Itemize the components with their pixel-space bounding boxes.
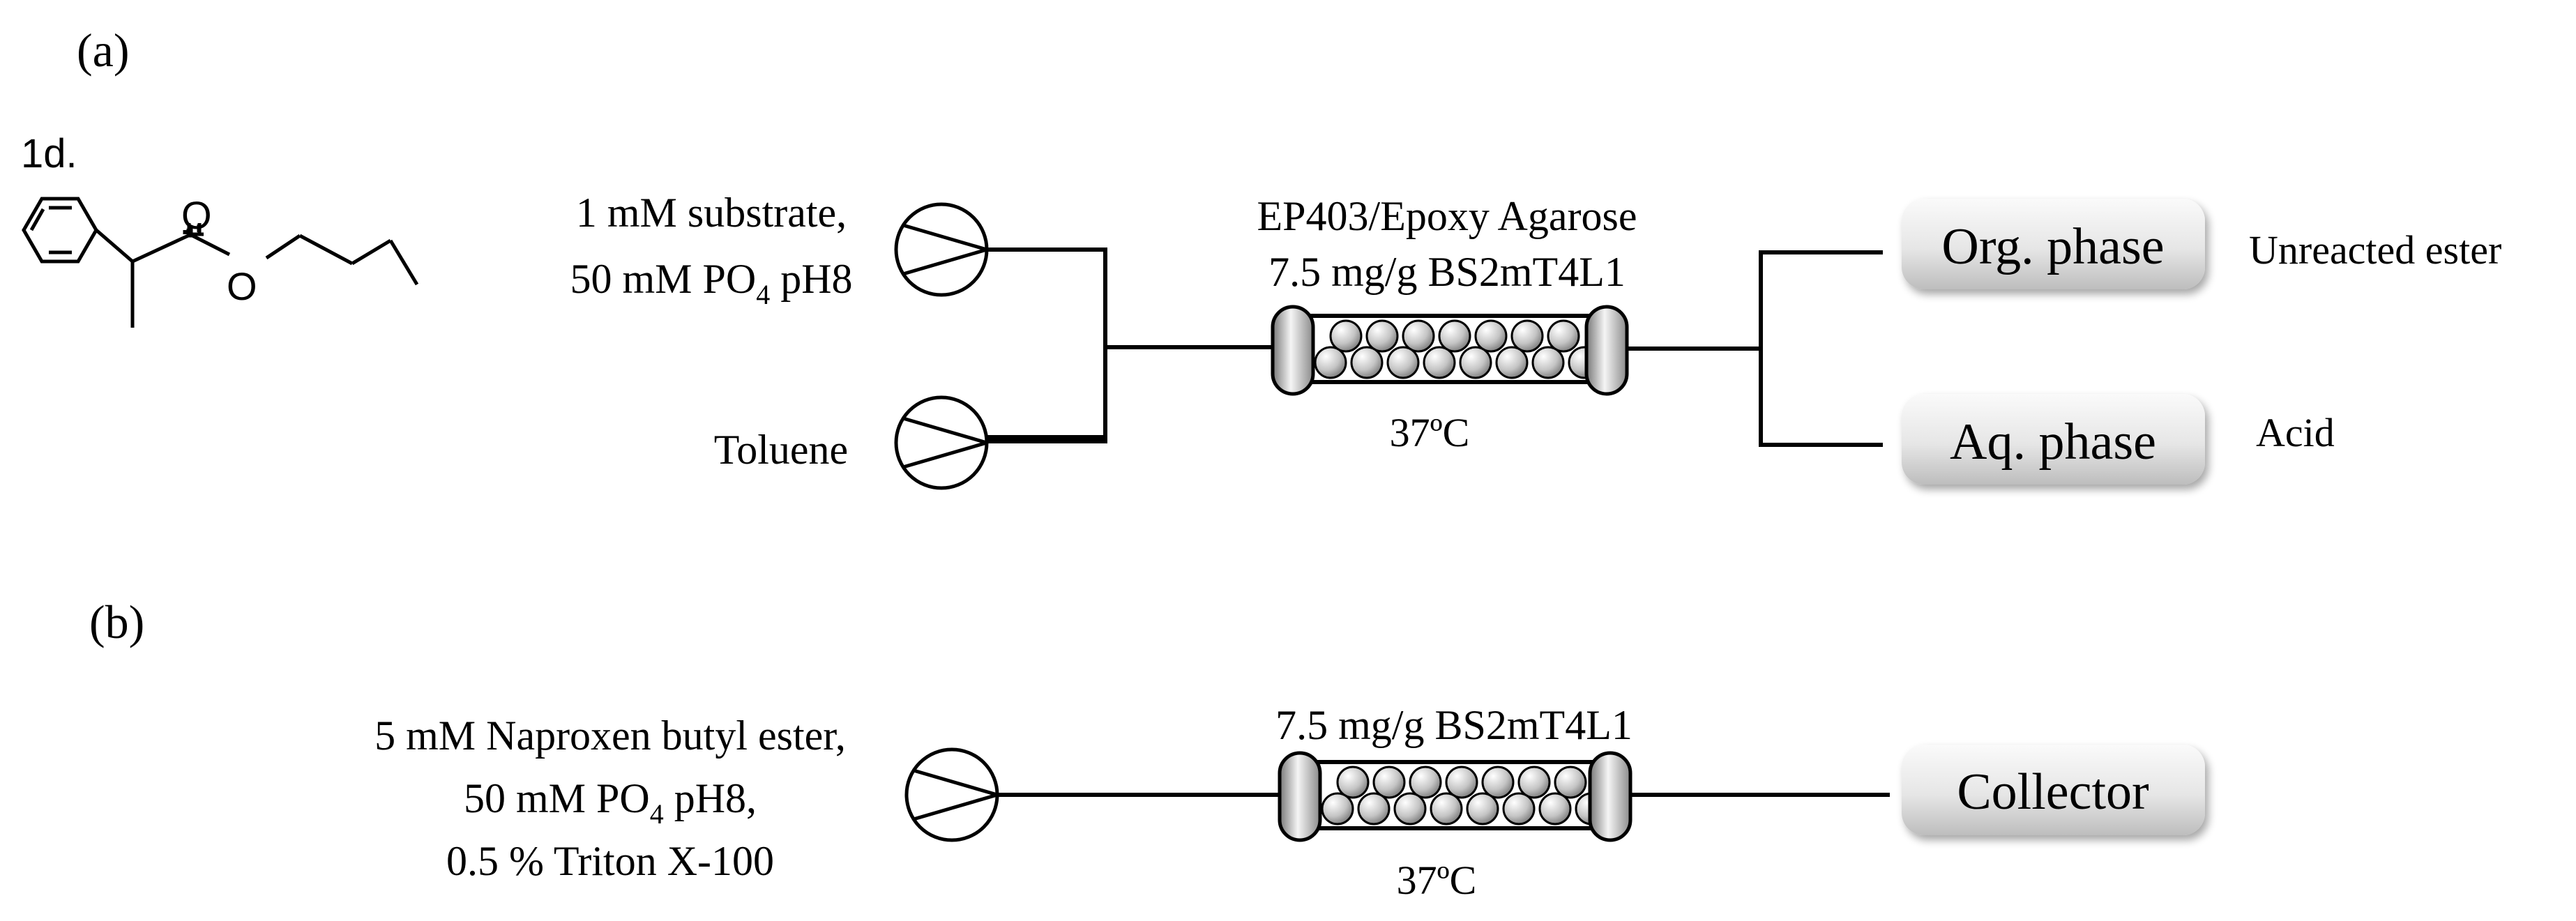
- inlet-b-line2: 50 mM PO4 pH8,: [464, 775, 757, 830]
- unreacted-ester-note: Unreacted ester: [2249, 227, 2501, 273]
- org-phase-label: Org. phase: [1941, 218, 2164, 275]
- bead: [1474, 319, 1508, 353]
- bead: [1510, 319, 1544, 353]
- bead: [1321, 792, 1354, 825]
- aq-phase-box: [1902, 394, 2205, 485]
- bead: [1372, 766, 1406, 799]
- temperature-b: 37ºC: [1397, 858, 1477, 903]
- inlet1-line2: 50 mM PO4 pH8: [570, 256, 852, 310]
- aq-phase-label: Aq. phase: [1950, 413, 2156, 471]
- bead: [1445, 766, 1478, 799]
- reactor-a-line1: EP403/Epoxy Agarose: [1257, 193, 1637, 239]
- acid-note: Acid: [2256, 410, 2335, 455]
- bead: [1365, 319, 1399, 353]
- tubing-a: [987, 248, 1883, 447]
- pump-icon: [894, 395, 989, 490]
- bead: [1393, 792, 1427, 825]
- pump-icon: [904, 747, 999, 842]
- bead: [1336, 766, 1370, 799]
- bead: [1438, 319, 1471, 353]
- bead: [1538, 792, 1572, 825]
- bead: [1329, 319, 1363, 353]
- compound-label: 1d.: [21, 131, 77, 176]
- bead: [1517, 766, 1551, 799]
- carbonyl-oxygen: O: [181, 193, 212, 237]
- temperature-a: 37ºC: [1390, 410, 1470, 455]
- bead: [1466, 792, 1499, 825]
- collector-box: [1902, 745, 2205, 835]
- pump-icon: [894, 202, 989, 297]
- bead: [1481, 766, 1515, 799]
- bead: [1357, 792, 1391, 825]
- bead: [1554, 766, 1587, 799]
- bead: [1495, 346, 1529, 379]
- bead: [1350, 346, 1384, 379]
- bead: [1531, 346, 1565, 379]
- inlet1-line1: 1 mM substrate,: [576, 190, 847, 236]
- reactor-b-line1: 7.5 mg/g BS2mT4L1: [1275, 702, 1632, 748]
- panel-b-label: (b): [89, 595, 144, 648]
- bead: [1502, 792, 1536, 825]
- bead: [1547, 319, 1580, 353]
- inlet2-label: Toluene: [714, 427, 848, 473]
- bead: [1459, 346, 1492, 379]
- bead: [1314, 346, 1347, 379]
- reactor-a-line2: 7.5 mg/g BS2mT4L1: [1268, 249, 1626, 295]
- ester-oxygen: O: [227, 264, 257, 308]
- bead: [1409, 766, 1442, 799]
- inlet-b-line1: 5 mM Naproxen butyl ester,: [374, 713, 846, 759]
- packed-bed-reactor: [1278, 751, 1632, 842]
- bead: [1402, 319, 1435, 353]
- panel-a-label: (a): [77, 24, 129, 77]
- bead: [1386, 346, 1420, 379]
- org-phase-box: [1902, 199, 2205, 289]
- collector-label: Collector: [1957, 763, 2149, 821]
- bead: [1430, 792, 1463, 825]
- bead: [1423, 346, 1456, 379]
- packed-bed-reactor: [1271, 305, 1629, 396]
- molecule-structure: O O: [22, 193, 419, 328]
- inlet-b-line3: 0.5 % Triton X-100: [446, 838, 774, 884]
